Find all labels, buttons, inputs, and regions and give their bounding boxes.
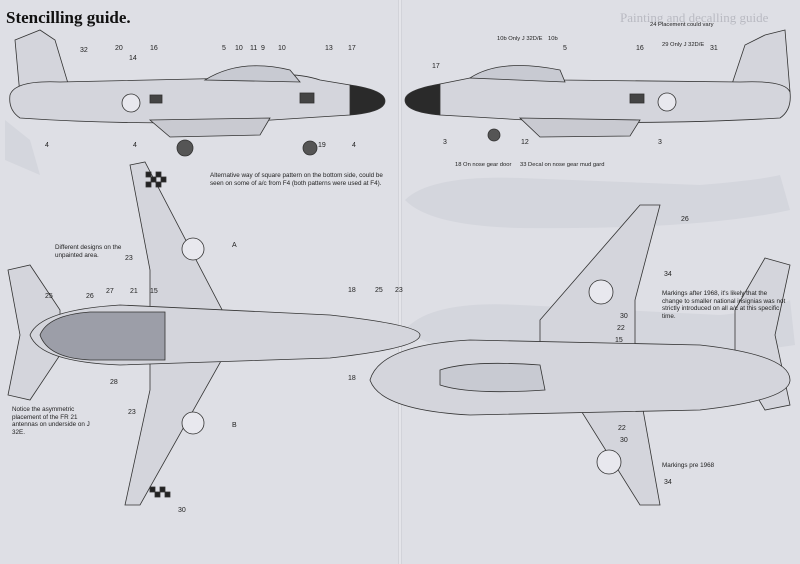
drop-tank <box>148 117 271 138</box>
label: 10 <box>235 45 243 52</box>
right-side-view <box>404 29 791 142</box>
note-10b-only: 10b Only J 32D/E <box>497 36 543 42</box>
label: 23 <box>128 409 136 416</box>
fuselage-top <box>369 339 791 416</box>
label: 25 <box>45 293 53 300</box>
label: 4 <box>45 142 49 149</box>
label: 31 <box>710 45 718 52</box>
label: 11 <box>250 45 257 52</box>
label: 25 <box>375 287 383 294</box>
note-33-mud-guard: 33 Decal on nose gear mud gard <box>520 162 605 168</box>
label: 10 <box>278 45 286 52</box>
label: 22 <box>617 325 625 332</box>
tail-fin-right <box>729 29 791 93</box>
nose-wheel <box>302 140 318 156</box>
label: 15 <box>615 337 623 344</box>
label: 16 <box>150 45 158 52</box>
label: 20 <box>115 45 123 52</box>
left-plan-view <box>7 161 421 506</box>
note-markings-pre-1968: Markings pre 1968 <box>662 462 715 469</box>
roundel-after-1968 <box>588 279 614 305</box>
label: 3 <box>658 139 662 146</box>
note-markings-after-1968: Markings after 1968, it's likely that th… <box>662 290 786 320</box>
label: 34 <box>664 479 672 486</box>
label: 15 <box>150 288 158 295</box>
label: 17 <box>432 63 440 70</box>
label: 14 <box>129 55 137 62</box>
note-different-designs: Different designs on the unpainted area. <box>55 244 122 259</box>
label: 23 <box>125 255 133 262</box>
label: 26 <box>681 216 689 223</box>
label: 4 <box>352 142 356 149</box>
label: 19 <box>318 142 326 149</box>
roundel-right-side <box>657 92 677 112</box>
label: 28 <box>110 379 118 386</box>
label-group: 32 20 14 16 5 10 11 9 10 13 17 4 4 19 4 … <box>45 45 718 514</box>
label: 13 <box>325 45 333 52</box>
label: 17 <box>348 45 356 52</box>
label: B <box>232 422 237 429</box>
page-title: Stencilling guide. <box>6 8 131 27</box>
page-fold <box>398 0 402 564</box>
label: 9 <box>261 45 265 52</box>
roundel-left-side <box>121 93 141 113</box>
note-asymmetric-antennas: Notice the asymmetric placement of the F… <box>12 406 90 436</box>
label: 30 <box>620 313 628 320</box>
roundel-pre-1968 <box>596 449 622 475</box>
nose-cone-right <box>404 83 441 116</box>
note-square-pattern: Alternative way of square pattern on the… <box>210 172 383 187</box>
roundel-wing-bottom <box>181 411 205 435</box>
label: 26 <box>86 293 94 300</box>
fuselage-right <box>429 74 791 123</box>
label: 4 <box>133 142 137 149</box>
label: 5 <box>563 45 567 52</box>
left-side-view <box>9 29 386 157</box>
note-24: 24 Placement could vary <box>650 22 714 28</box>
label: 23 <box>395 287 403 294</box>
label: 34 <box>664 271 672 278</box>
note-29: 29 Only J 32D/E <box>662 42 705 48</box>
label: 21 <box>130 288 138 295</box>
unpainted-area <box>39 311 166 361</box>
label: 27 <box>106 288 114 295</box>
label: 30 <box>620 437 628 444</box>
label: 16 <box>636 45 644 52</box>
right-plan-view <box>369 204 791 506</box>
roundel-wing-top <box>181 237 205 261</box>
note-18-nose-gear: 18 On nose gear door <box>455 162 512 168</box>
label: A <box>232 242 237 249</box>
note-10b: 10b <box>548 36 558 42</box>
ghost-title: Painting and decalling guide <box>620 10 769 25</box>
label: 32 <box>80 47 88 54</box>
nose-cone <box>349 84 386 116</box>
canopy <box>203 65 301 83</box>
label: 5 <box>222 45 226 52</box>
label: 3 <box>443 139 447 146</box>
main-wheel <box>176 139 194 157</box>
label: 12 <box>521 139 529 146</box>
label: 18 <box>348 287 356 294</box>
label: 30 <box>178 507 186 514</box>
label: 18 <box>348 375 356 382</box>
label: 22 <box>618 425 626 432</box>
